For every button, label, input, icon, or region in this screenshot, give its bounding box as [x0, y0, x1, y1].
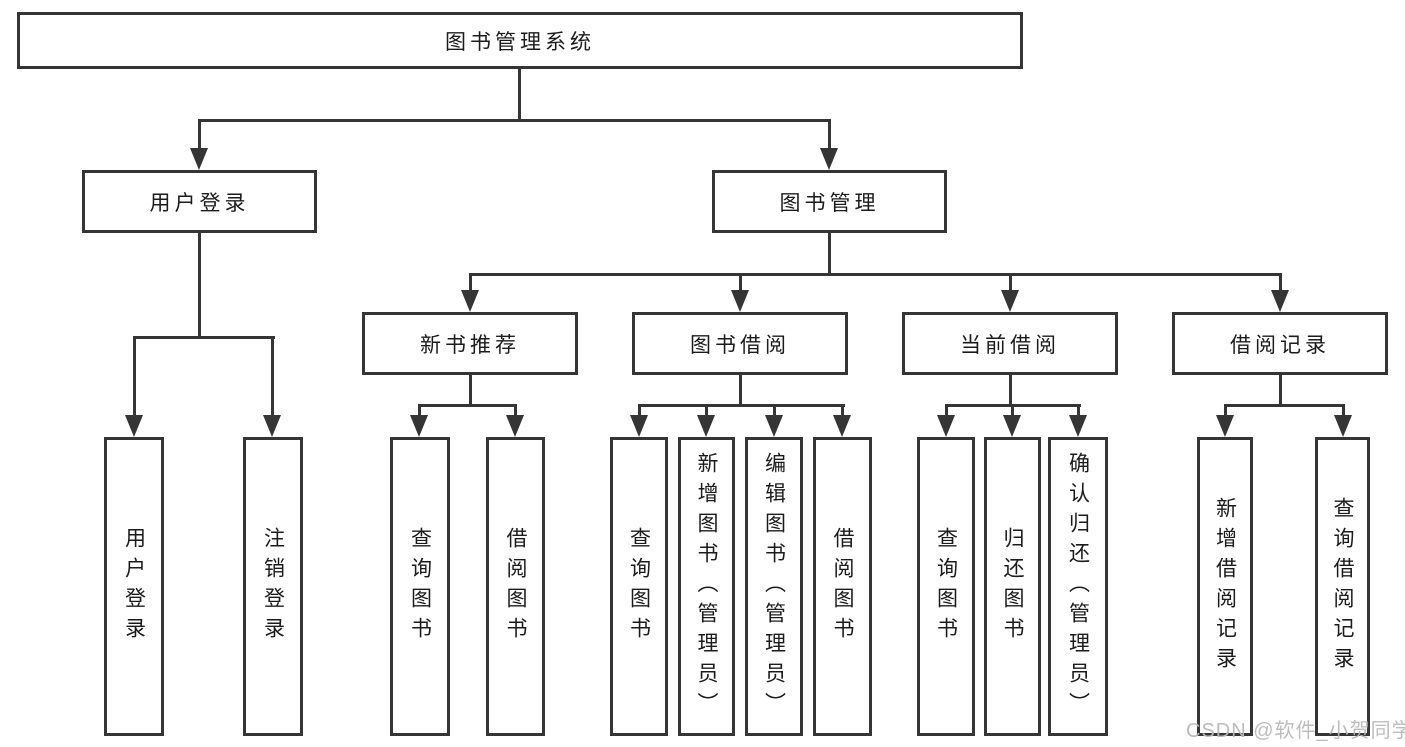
node-book-mgmt: 图书管理 [712, 170, 947, 233]
connector-leaf-query2-drop [638, 404, 641, 415]
connector-leaf-query1-drop [418, 404, 421, 415]
connector-borrow-records-drop [1279, 273, 1282, 290]
connector-leaf-borrow2-drop [841, 404, 844, 415]
node-current-borrow: 当前借阅 [902, 312, 1118, 375]
arrow-to-book-borrow [731, 290, 749, 312]
connector-new-rec-drop [469, 273, 472, 290]
leaf-add-book-admin: 新增图书（管理员） [678, 437, 735, 736]
connector-new-rec-stem [469, 375, 472, 404]
connector-user-login-horizontal [133, 336, 275, 339]
leaf-edit-book-admin-label: 编辑图书（管理员） [762, 451, 786, 722]
leaf-confirm-return-admin-label: 确认归还（管理员） [1066, 451, 1090, 722]
connector-new-rec-horizontal [418, 404, 517, 407]
arrow-to-leaf-borrow1 [506, 415, 524, 437]
connector-leaf-query3-drop [945, 404, 948, 415]
leaf-query-borrow-record-label: 查询借阅记录 [1331, 496, 1354, 677]
connector-book-borrow-horizontal [638, 404, 845, 407]
connector-current-borrow-drop [1009, 273, 1012, 290]
arrow-to-leaf-query2 [630, 415, 648, 437]
leaf-add-book-admin-label: 新增图书（管理员） [695, 451, 718, 722]
connector-leaf-add-record-drop [1224, 404, 1227, 415]
arrow-to-leaf-query1 [410, 415, 428, 437]
arrow-to-book-mgmt [820, 148, 838, 170]
arrow-to-leaf-add-book [697, 415, 715, 437]
leaf-logout-label: 注销登录 [261, 526, 285, 647]
node-book-borrow: 图书借阅 [632, 312, 848, 375]
leaf-query-book-3: 查询图书 [917, 437, 975, 736]
leaf-borrow-book-1-label: 借阅图书 [504, 526, 527, 647]
leaf-return-book-label: 归还图书 [1001, 526, 1024, 647]
connector-book-borrow-stem [739, 375, 742, 404]
node-borrow-records-label: 借阅记录 [1230, 333, 1330, 357]
connector-root-stem [518, 69, 521, 119]
connector-leaf-logout-drop [271, 336, 274, 415]
leaf-add-borrow-record-label: 新增借阅记录 [1213, 496, 1237, 677]
leaf-query-book-2-label: 查询图书 [627, 526, 651, 647]
leaf-edit-book-admin: 编辑图书（管理员） [745, 437, 803, 736]
leaf-user-login: 用户登录 [104, 437, 164, 736]
connector-borrow-records-stem [1279, 375, 1282, 404]
connector-leaf-borrow1-drop [514, 404, 517, 415]
node-user-login-label: 用户登录 [149, 191, 250, 215]
connector-book-mgmt-stem [828, 233, 831, 273]
arrow-to-leaf-confirm [1069, 415, 1087, 437]
node-root-library-system: 图书管理系统 [17, 12, 1023, 69]
leaf-borrow-book-1: 借阅图书 [486, 437, 545, 736]
arrow-to-leaf-return [1003, 415, 1021, 437]
connector-leaf-user-login-drop [133, 336, 136, 415]
arrow-to-new-rec [461, 290, 479, 312]
arrow-to-leaf-logout [263, 415, 281, 437]
connector-leaf-confirm-drop [1077, 404, 1080, 415]
node-book-borrow-label: 图书借阅 [690, 333, 790, 357]
leaf-borrow-book-2-label: 借阅图书 [831, 526, 854, 647]
connector-level2-horizontal [469, 273, 1282, 276]
leaf-confirm-return-admin: 确认归还（管理员） [1048, 437, 1108, 736]
leaf-query-book-2: 查询图书 [610, 437, 668, 736]
leaf-query-book-1: 查询图书 [390, 437, 450, 736]
node-new-book-rec: 新书推荐 [362, 312, 578, 375]
arrow-to-user-login [190, 148, 208, 170]
arrow-to-leaf-add-record [1216, 415, 1234, 437]
arrow-to-leaf-edit-book [765, 415, 783, 437]
connector-current-borrow-stem [1009, 375, 1012, 404]
csdn-watermark: CSDN @软件_小贺同学 [1186, 720, 1405, 742]
connector-leaf-return-drop [1011, 404, 1014, 415]
leaf-add-borrow-record: 新增借阅记录 [1197, 437, 1253, 736]
node-book-mgmt-label: 图书管理 [779, 191, 880, 215]
arrow-to-leaf-query-record [1334, 415, 1352, 437]
arrow-to-leaf-query3 [937, 415, 955, 437]
connector-user-login-stem [198, 233, 201, 336]
connector-borrow-records-horizontal [1224, 404, 1345, 407]
arrow-to-borrow-records [1271, 290, 1289, 312]
node-borrow-records: 借阅记录 [1172, 312, 1388, 375]
connector-leaf-query-record-drop [1342, 404, 1345, 415]
leaf-logout: 注销登录 [243, 437, 303, 736]
arrow-to-leaf-user-login [125, 415, 143, 437]
arrow-to-leaf-borrow2 [833, 415, 851, 437]
leaf-return-book: 归还图书 [984, 437, 1041, 736]
connector-leaf-edit-book-drop [773, 404, 776, 415]
leaf-borrow-book-2: 借阅图书 [813, 437, 872, 736]
leaf-query-borrow-record: 查询借阅记录 [1315, 437, 1370, 736]
node-current-borrow-label: 当前借阅 [960, 333, 1060, 357]
node-new-book-rec-label: 新书推荐 [420, 333, 520, 357]
connector-book-mgmt-drop [828, 119, 831, 150]
connector-user-login-drop [198, 119, 201, 150]
leaf-query-book-1-label: 查询图书 [408, 526, 432, 647]
arrow-to-current-borrow [1001, 290, 1019, 312]
leaf-query-book-3-label: 查询图书 [934, 526, 958, 647]
connector-leaf-add-book-drop [705, 404, 708, 415]
node-user-login: 用户登录 [82, 170, 317, 233]
connector-book-borrow-drop [739, 273, 742, 290]
leaf-user-login-label: 用户登录 [122, 526, 146, 647]
node-root-label: 图书管理系统 [445, 30, 595, 54]
connector-level1-horizontal [198, 119, 831, 122]
